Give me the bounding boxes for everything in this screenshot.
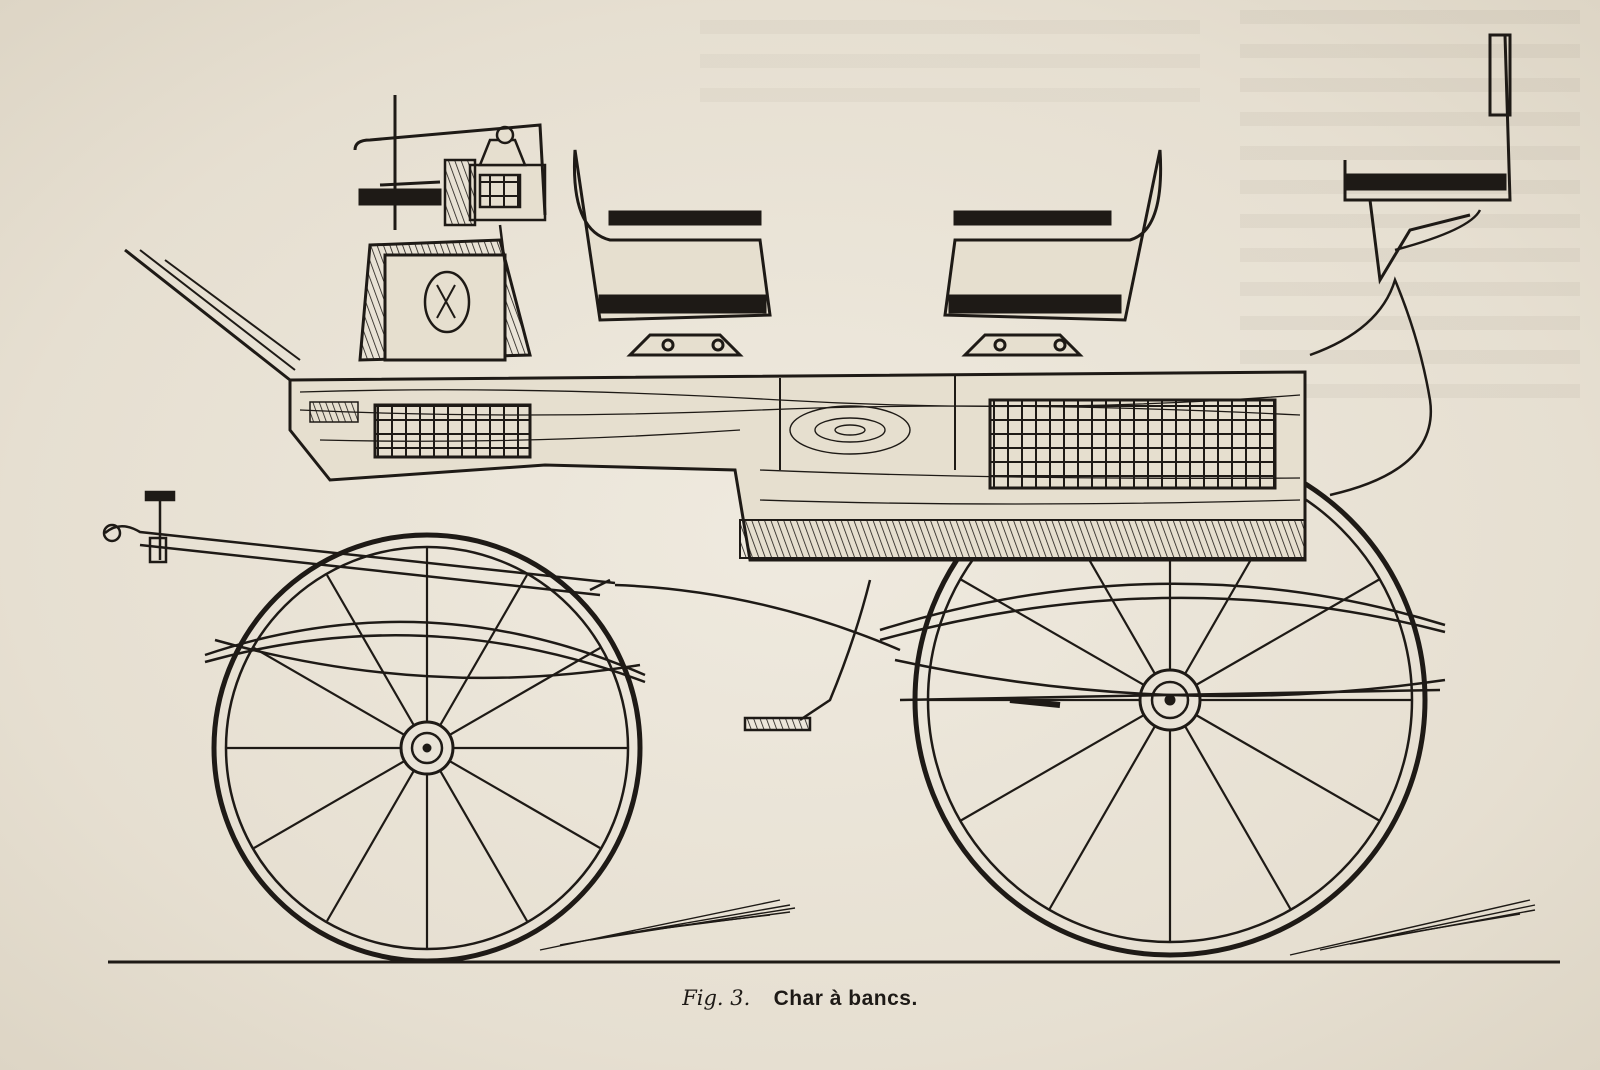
- carriage-body: [288, 370, 1307, 562]
- passenger-bench-front: [572, 149, 772, 357]
- figure-title: Char à bancs.: [773, 987, 918, 1010]
- figure-caption: Fig. 3. Char à bancs.: [0, 986, 1600, 1011]
- groom-seat-rear: [1343, 33, 1512, 285]
- wheel-shadow-front: [539, 899, 796, 951]
- figure-label: Fig. 3.: [682, 986, 751, 1010]
- front-wheel: [211, 532, 643, 964]
- carriage-pole: [102, 490, 616, 597]
- carriage-lamp-icon: [443, 125, 547, 266]
- driver-box: [124, 238, 532, 382]
- rear-footstep: [743, 209, 1482, 732]
- driver-seat: [353, 95, 547, 230]
- wheel-shadow-rear: [1289, 899, 1536, 956]
- undercarriage: [204, 578, 1446, 708]
- passenger-bench-rear: [943, 149, 1163, 357]
